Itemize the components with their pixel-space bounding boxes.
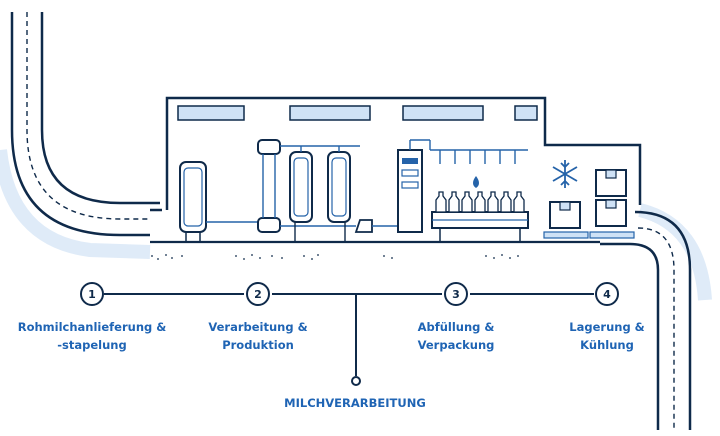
factory-building bbox=[150, 96, 642, 244]
window bbox=[514, 105, 538, 121]
window bbox=[177, 105, 245, 121]
step-label-storage-cooling: Lagerung & Kühlung bbox=[569, 320, 645, 352]
snowflake-icon bbox=[552, 160, 578, 188]
step-label-processing: Verarbeitung & Produktion bbox=[208, 320, 308, 352]
step-node-4: 4 bbox=[595, 282, 619, 306]
step-label-raw-milk-delivery: Rohmilchanlieferung & -stapelung bbox=[17, 320, 167, 352]
cold-storage bbox=[543, 160, 635, 239]
timeline bbox=[104, 293, 594, 386]
svg-text:2: 2 bbox=[254, 288, 262, 301]
step-label-filling-packaging: Abfüllung & Verpackung bbox=[417, 320, 495, 352]
step-node-3: 3 bbox=[444, 282, 468, 306]
window bbox=[289, 105, 371, 121]
processing-plant bbox=[257, 139, 398, 242]
road-right bbox=[600, 203, 712, 430]
raw-milk-tank bbox=[179, 161, 260, 242]
timeline-end-node bbox=[351, 376, 361, 386]
svg-text:1: 1 bbox=[88, 288, 96, 301]
milk-drop-icon bbox=[473, 176, 479, 188]
svg-text:3: 3 bbox=[452, 288, 460, 301]
step-node-2: 2 bbox=[246, 282, 270, 306]
svg-text:4: 4 bbox=[603, 288, 611, 301]
step-node-1: 1 bbox=[80, 282, 104, 306]
filling-machine bbox=[397, 139, 529, 242]
diagram-title: MILCHVERARBEITUNG bbox=[284, 396, 426, 410]
ground-texture bbox=[151, 254, 519, 260]
road-left bbox=[0, 12, 160, 259]
milk-bottles bbox=[435, 191, 525, 213]
window bbox=[402, 105, 484, 121]
